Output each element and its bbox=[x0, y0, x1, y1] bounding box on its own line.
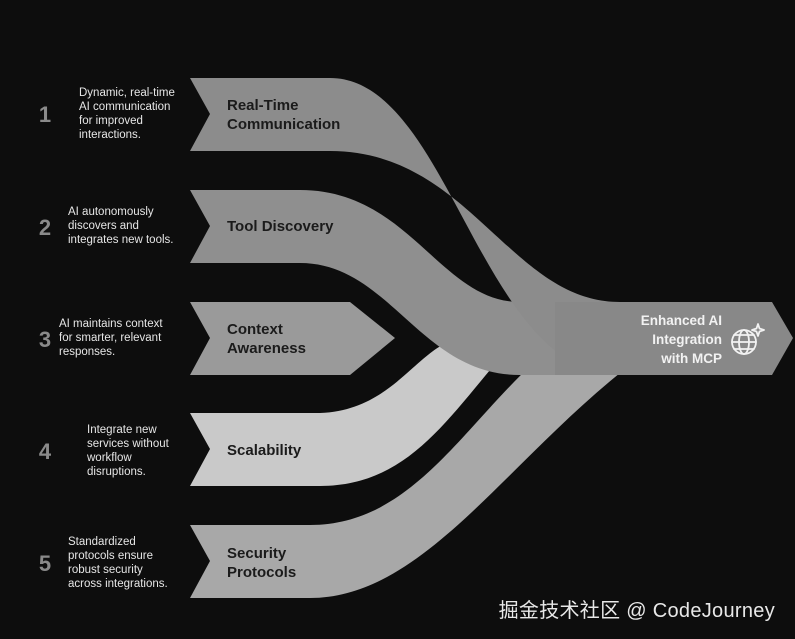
step-number-1: 1 bbox=[38, 102, 52, 127]
result-label: Enhanced AI Integration with MCP bbox=[640, 313, 722, 366]
band-tool bbox=[190, 190, 600, 375]
step-description-4: Integrate new services without workflow … bbox=[87, 424, 169, 478]
band-security bbox=[190, 340, 620, 598]
globe-sparkle-icon bbox=[731, 323, 765, 355]
step-description-5: Standardized protocols ensure robust sec… bbox=[68, 536, 168, 590]
band-realtime bbox=[190, 78, 620, 375]
step-number-5: 5 bbox=[38, 551, 52, 576]
step-label-3: Context Awareness bbox=[227, 321, 306, 357]
band-scalability bbox=[190, 337, 545, 486]
step-description-3: AI maintains context for smarter, releva… bbox=[59, 318, 163, 358]
step-label-5: Security Protocols bbox=[227, 545, 297, 581]
step-number-2: 2 bbox=[38, 215, 52, 240]
step-label-2: Tool Discovery bbox=[227, 218, 334, 235]
band-context bbox=[190, 302, 395, 375]
watermark: 掘金技术社区 @ CodeJourney bbox=[498, 600, 775, 622]
step-description-1: Dynamic, real-time AI communication for … bbox=[79, 87, 175, 141]
step-number-4: 4 bbox=[38, 439, 52, 464]
step-number-3: 3 bbox=[38, 327, 52, 352]
step-label-4: Scalability bbox=[227, 442, 302, 459]
step-description-2: AI autonomously discovers and integrates… bbox=[68, 206, 174, 246]
step-label-1: Real-Time Communication bbox=[227, 97, 341, 133]
result-arrow bbox=[555, 302, 793, 375]
